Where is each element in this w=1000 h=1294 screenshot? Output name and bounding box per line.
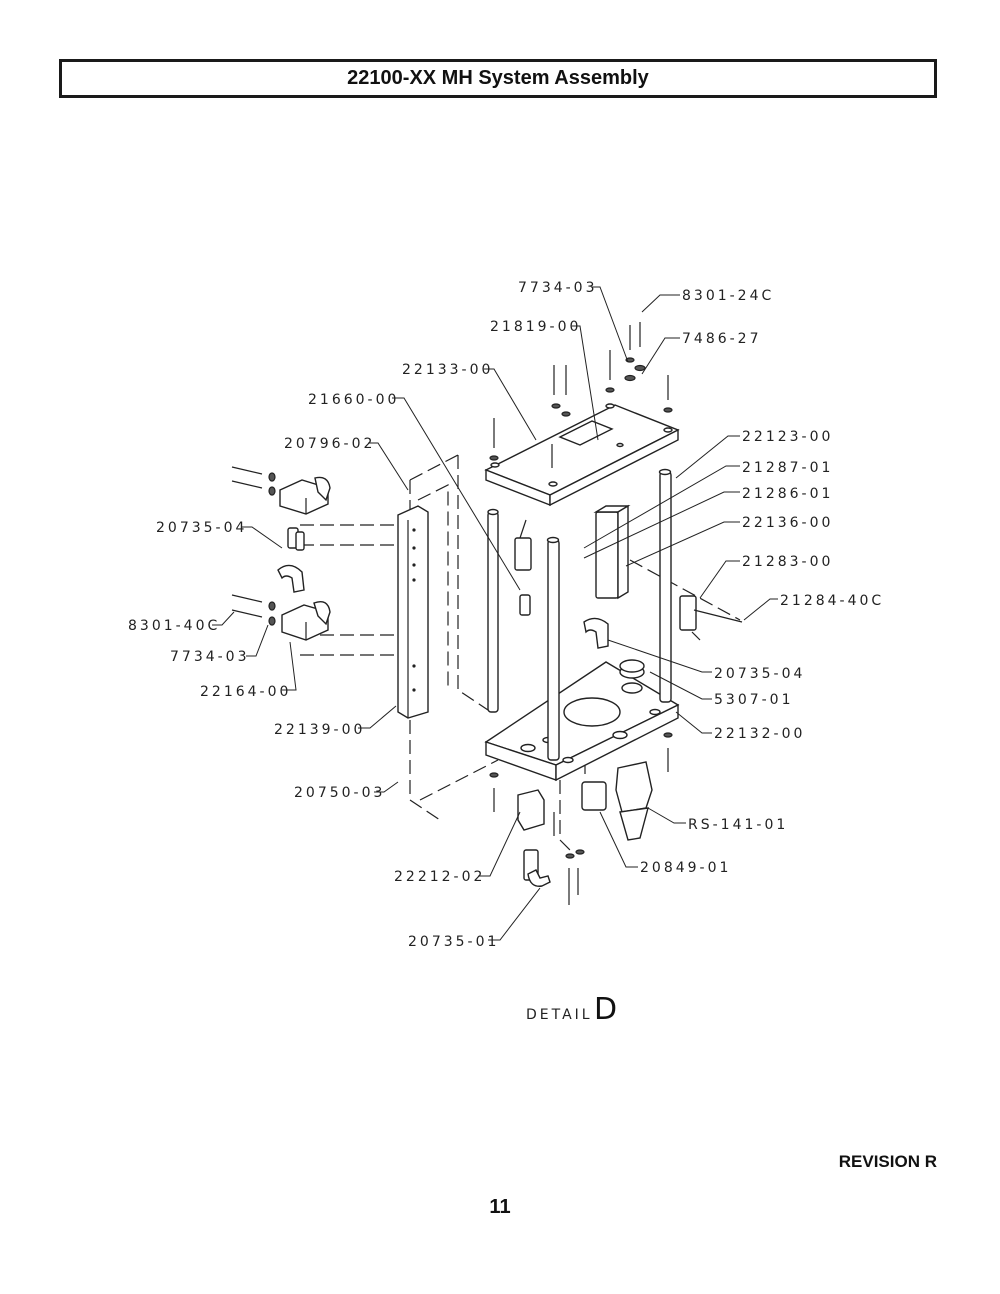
valve-block-lower [281, 600, 331, 641]
elbow-fittings-left [277, 527, 305, 593]
toggle-valve [514, 519, 609, 649]
switch-21283-00 [679, 595, 743, 641]
callout-22139-00: 22139-00 [274, 722, 365, 738]
side-bar-22139-00 [397, 505, 429, 719]
callout-22123-00: 22123-00 [742, 429, 833, 445]
callout-rs-141-01: RS-141-01 [688, 817, 788, 833]
callout-22164-00: 22164-00 [200, 684, 291, 700]
callout-21286-01: 21286-01 [742, 486, 833, 502]
page-number: 11 [489, 1196, 511, 1218]
detail-letter: D [594, 992, 617, 1027]
callout-22212-02: 22212-02 [394, 869, 485, 885]
callout-8301-40c: 8301-40C [128, 618, 220, 634]
callout-20735-04-left: 20735-04 [156, 520, 247, 536]
title-box: 22100-XX MH System Assembly [59, 59, 937, 98]
left-screws [231, 466, 276, 626]
bottom-screws [489, 732, 673, 905]
callout-7734-03-top: 7734-03 [518, 280, 598, 296]
callout-20735-01: 20735-01 [408, 934, 499, 950]
revision-label: REVISION R [838, 1152, 937, 1171]
bottom-plate-22132-00 [484, 661, 680, 782]
callout-21819-00: 21819-00 [490, 319, 581, 335]
callout-20735-04-right: 20735-04 [714, 666, 805, 682]
callout-20849-01: 20849-01 [640, 860, 731, 876]
vertical-rods-22123-00 [487, 468, 672, 761]
leader-lines [212, 286, 778, 941]
callout-5307-01: 5307-01 [714, 692, 794, 708]
callout-20796-02: 20796-02 [284, 436, 375, 452]
callout-8301-24c: 8301-24C [682, 288, 774, 304]
callout-labels: 7734-03 8301-24C 21819-00 7486-27 22133-… [128, 280, 884, 950]
bracket-22136-00 [593, 504, 631, 600]
callout-21283-00: 21283-00 [742, 554, 833, 570]
callout-22136-00: 22136-00 [742, 515, 833, 531]
callout-7486-27: 7486-27 [682, 331, 762, 347]
callout-20750-03: 20750-03 [294, 785, 385, 801]
lower-fittings [517, 659, 653, 887]
detail-word: DETAIL [526, 1007, 593, 1023]
callout-22132-00: 22132-00 [714, 726, 805, 742]
top-screws [489, 322, 673, 468]
callout-22133-00: 22133-00 [402, 362, 493, 378]
callout-7734-03-left: 7734-03 [170, 649, 250, 665]
callout-21284-40c: 21284-40C [780, 593, 884, 609]
page-title: 22100-XX MH System Assembly [347, 67, 649, 89]
top-plate-22133-00 [484, 403, 680, 507]
callout-21287-01: 21287-01 [742, 460, 833, 476]
valve-block-upper [279, 476, 331, 515]
detail-label: DETAIL D [526, 992, 617, 1027]
callout-21660-00: 21660-00 [308, 392, 399, 408]
